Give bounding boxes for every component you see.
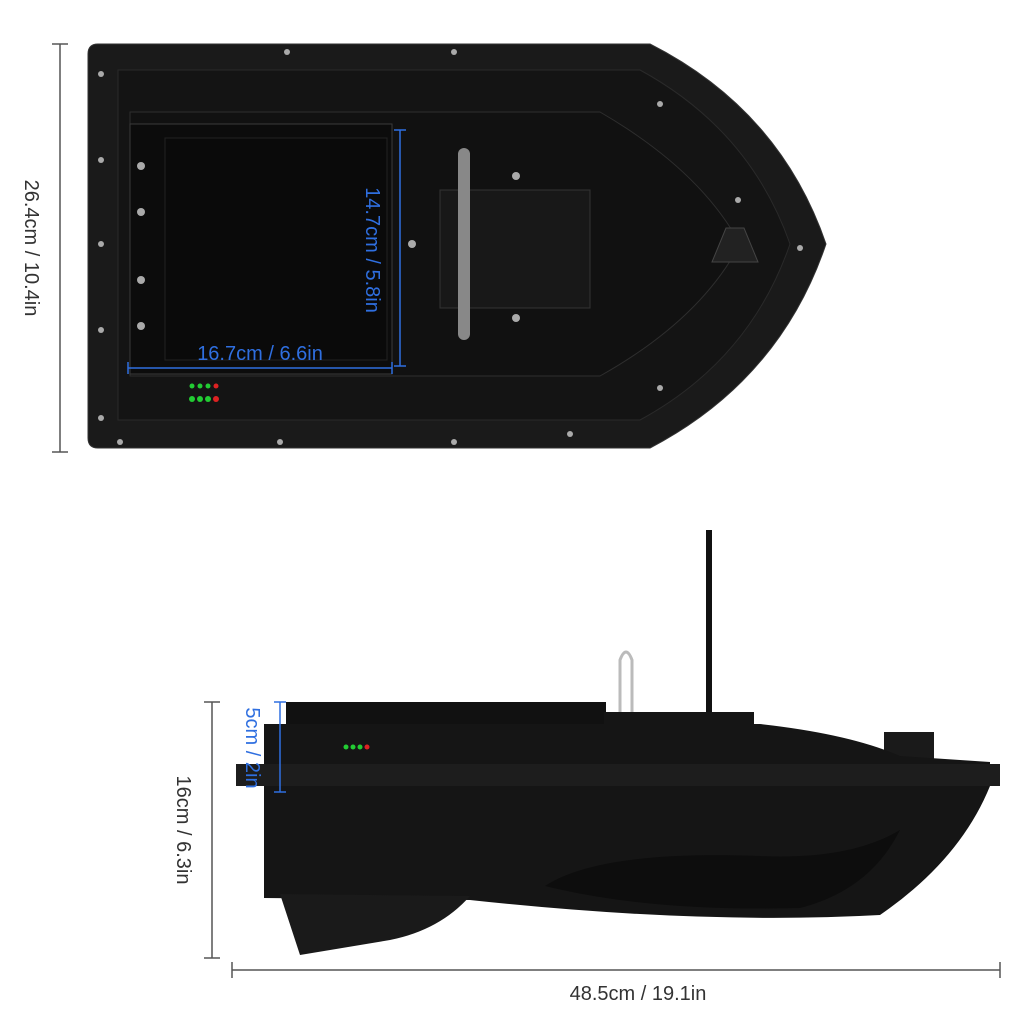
top-height-dimension-line (52, 43, 68, 453)
length-label: 48.5cm / 19.1in (570, 983, 707, 1005)
led-indicators (189, 383, 219, 402)
boat-top-view (87, 43, 827, 449)
hopper-depth-label: 14.7cm / 5.8in (361, 187, 383, 313)
side-hopper-dimension-line (274, 701, 286, 793)
hopper-dimension-lines (127, 129, 406, 374)
handle (458, 148, 470, 340)
side-height-dimension-line (204, 701, 220, 959)
boat-side-view (236, 530, 1000, 955)
top-height-label: 26.4cm / 10.4in (20, 180, 42, 317)
length-dimension-line (231, 962, 1001, 978)
hopper-width-label: 16.7cm / 6.6in (197, 343, 323, 365)
side-hopper-height-label: 5cm / 2in (241, 707, 263, 788)
side-height-label: 16cm / 6.3in (172, 776, 194, 885)
